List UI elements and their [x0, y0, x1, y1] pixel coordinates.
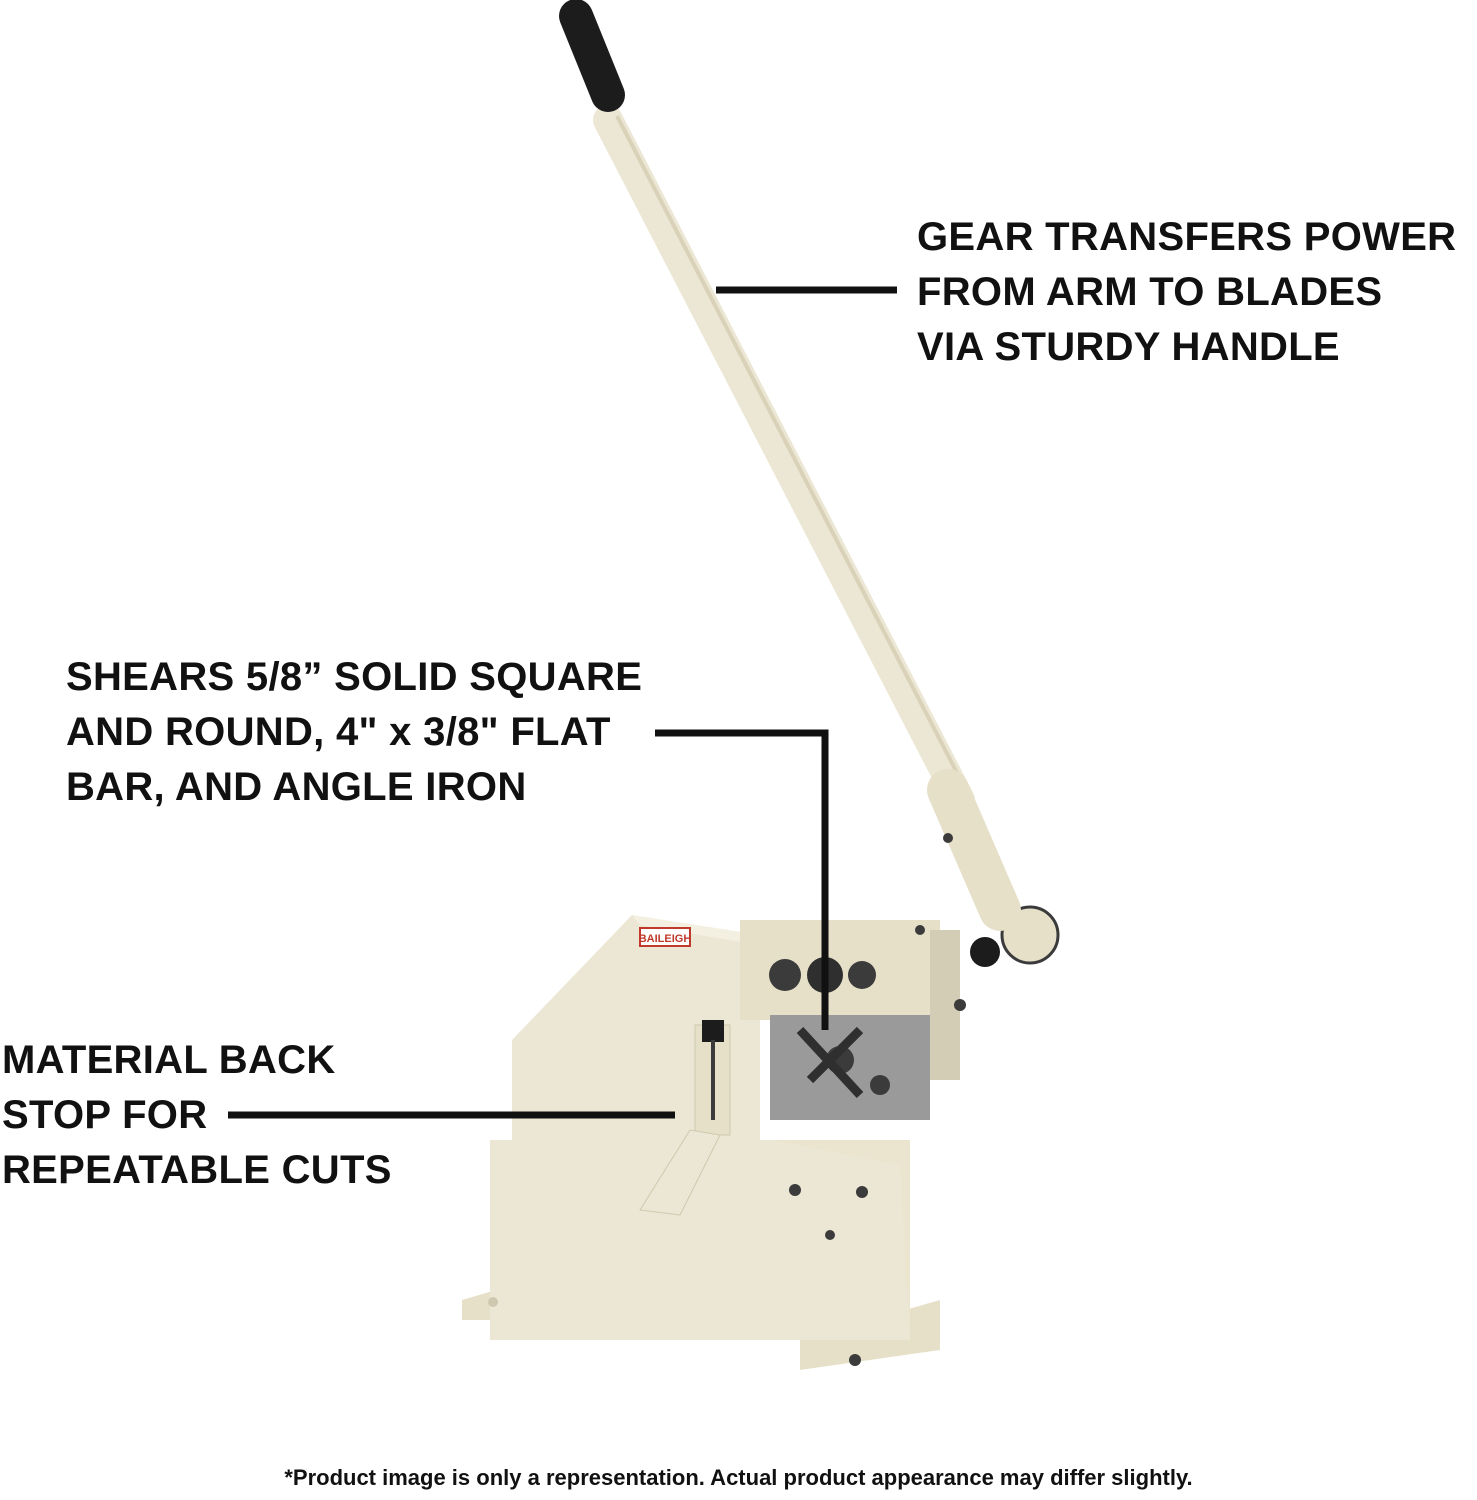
callout-line: VIA STURDY HANDLE [917, 325, 1340, 369]
callout-line: AND ROUND, 4" x 3/8" FLAT [66, 710, 611, 754]
callout-line: STOP FOR [2, 1093, 208, 1137]
disclaimer-text: *Product image is only a representation.… [284, 1465, 1193, 1490]
callout-line: BAR, AND ANGLE IRON [66, 765, 527, 809]
callout-back-stop: MATERIAL BACK STOP FOR REPEATABLE CUTS [2, 1033, 392, 1198]
lever-handle [559, 0, 1021, 931]
callout-line: MATERIAL BACK [2, 1038, 336, 1082]
callout-shear-capacity: SHEARS 5/8” SOLID SQUARE AND ROUND, 4" x… [66, 650, 642, 815]
brand-label: BAILEIGH [639, 933, 692, 945]
callout-gear-transfer: GEAR TRANSFERS POWER FROM ARM TO BLADES … [917, 210, 1456, 375]
leader-line-shears [655, 729, 829, 1030]
callout-line: GEAR TRANSFERS POWER [917, 215, 1457, 259]
base-bolts [789, 1184, 868, 1240]
leader-lines [228, 286, 897, 1119]
blade-head [740, 905, 1060, 1120]
callout-line: REPEATABLE CUTS [2, 1148, 392, 1192]
callout-line: FROM ARM TO BLADES [917, 270, 1383, 314]
back-stop [639, 1020, 731, 1216]
machine-base [462, 1140, 940, 1370]
callout-line: SHEARS 5/8” SOLID SQUARE [66, 655, 643, 699]
